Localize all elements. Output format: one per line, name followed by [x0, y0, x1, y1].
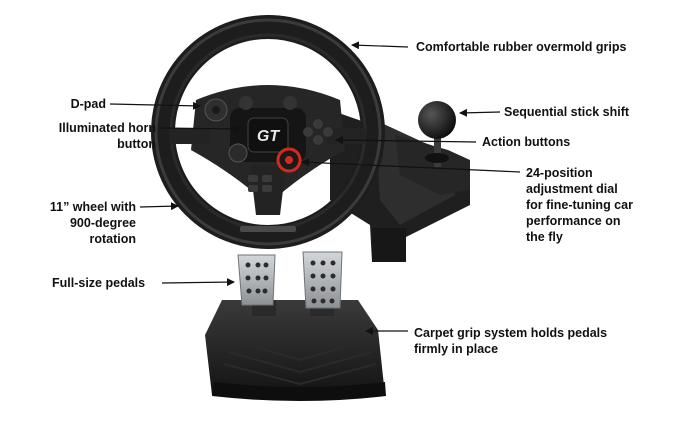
label-grips: Comfortable rubber overmold grips — [416, 40, 627, 54]
arrow-horn — [159, 124, 241, 133]
small-buttons[interactable] — [248, 175, 272, 192]
brand-plate — [240, 226, 296, 232]
label-carpet: Carpet grip system holds pedals firmly i… — [414, 326, 608, 356]
pedal-grip-dots — [245, 260, 336, 304]
arrow-grips — [351, 41, 409, 50]
adjustment-dial[interactable] — [276, 147, 302, 173]
label-dial: 24-position adjustment dial for fine-tun… — [526, 166, 633, 244]
arrow-wheel — [139, 202, 179, 211]
top-left-button[interactable] — [239, 96, 253, 110]
arrow-shift — [459, 108, 501, 117]
callout-arrows — [109, 41, 521, 335]
lower-left-button[interactable] — [228, 143, 248, 163]
pedal-base — [205, 300, 386, 401]
arrow-pedals — [161, 278, 235, 287]
dpad[interactable] — [204, 98, 228, 122]
sequential-shifter — [395, 101, 470, 195]
label-action: Action buttons — [482, 135, 571, 149]
action-buttons[interactable] — [303, 119, 333, 145]
label-wheel: 11” wheel with 900-degree rotation — [49, 200, 136, 246]
label-pedals: Full-size pedals — [52, 276, 146, 290]
arrow-dial — [301, 158, 521, 173]
gas-pedal[interactable] — [302, 251, 343, 316]
label-shift: Sequential stick shift — [504, 105, 630, 119]
top-right-button[interactable] — [283, 96, 297, 110]
label-horn: Illuminated horn button — [58, 121, 156, 151]
arrow-dpad — [109, 101, 201, 110]
label-dpad: D-pad — [70, 97, 106, 111]
gt-logo: GT — [257, 128, 280, 145]
arrow-action — [335, 136, 477, 145]
horn-button[interactable]: GT — [247, 117, 289, 153]
